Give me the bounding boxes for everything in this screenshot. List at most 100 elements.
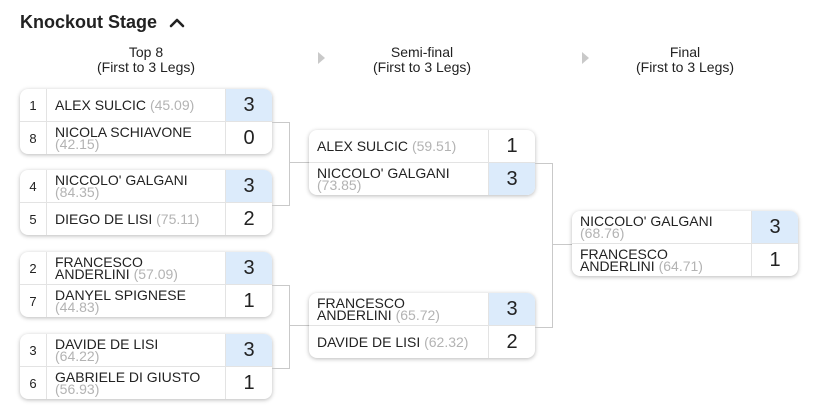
bracket-connector: [290, 325, 309, 326]
player-cell: NICCOLO' GALGANI (84.35): [47, 170, 225, 202]
player-average: (64.71): [658, 258, 703, 274]
seed-number: 6: [20, 367, 47, 399]
player-name: NICCOLO' GALGANI: [317, 165, 450, 181]
round-header-top8: Top 8 (First to 3 Legs): [20, 45, 272, 75]
player-name: GABRIELE DI GIUSTO: [55, 369, 201, 385]
player-cell: ALEX SULCIC (45.09): [47, 89, 225, 121]
player-name: FRANCESCO ANDERLINI: [55, 254, 143, 282]
bracket-connector: [290, 162, 309, 163]
player-name: DAVIDE DE LISI: [55, 336, 159, 352]
seed-number: 4: [20, 170, 47, 202]
seed-number: 7: [20, 285, 47, 317]
player-cell: DAVIDE DE LISI (62.32): [309, 326, 488, 358]
player-score: 3: [751, 211, 798, 243]
player-row: 3 DAVIDE DE LISI (64.22) 3: [20, 334, 272, 366]
round-name: Semi-final: [390, 44, 454, 60]
round-header-semi-final: Semi-final (First to 3 Legs): [309, 45, 535, 75]
player-row: NICCOLO' GALGANI (68.76) 3: [572, 211, 798, 243]
player-average: (59.51): [411, 138, 457, 154]
match-card-top8-4[interactable]: 3 DAVIDE DE LISI (64.22) 3 6 GABRIELE DI…: [20, 334, 272, 399]
player-row: 5 DIEGO DE LISI (75.11) 2: [20, 202, 272, 235]
player-row: 1 ALEX SULCIC (45.09) 3: [20, 89, 272, 121]
seed-number: 8: [20, 122, 47, 154]
player-name: NICCOLO' GALGANI: [55, 172, 188, 188]
player-score: 3: [225, 89, 272, 121]
player-row: 4 NICCOLO' GALGANI (84.35) 3: [20, 170, 272, 202]
match-card-semi-final-1[interactable]: ALEX SULCIC (59.51) 1 NICCOLO' GALGANI (…: [309, 130, 535, 195]
match-card-top8-3[interactable]: 2 FRANCESCO ANDERLINI (57.09) 3 7 DANYEL…: [20, 252, 272, 317]
round-name: Top 8: [128, 44, 164, 60]
player-score: 2: [225, 203, 272, 235]
player-average: (65.72): [395, 307, 440, 323]
player-name: NICOLA SCHIAVONE: [55, 124, 192, 140]
player-average: (45.09): [149, 97, 195, 113]
player-cell: FRANCESCO ANDERLINI (65.72): [309, 293, 488, 325]
player-score: 3: [225, 252, 272, 284]
bracket-connector: [535, 163, 553, 328]
player-name: DIEGO DE LISI: [55, 211, 153, 227]
player-average: (42.15): [55, 136, 100, 152]
player-score: 1: [225, 285, 272, 317]
player-row: DAVIDE DE LISI (62.32) 2: [309, 325, 535, 358]
round-format: (First to 3 Legs): [635, 59, 735, 75]
player-row: 6 GABRIELE DI GIUSTO (56.93) 1: [20, 366, 272, 399]
player-cell: NICOLA SCHIAVONE (42.15): [47, 122, 225, 154]
seed-number: 5: [20, 203, 47, 235]
player-row: 8 NICOLA SCHIAVONE (42.15) 0: [20, 121, 272, 154]
player-score: 1: [488, 130, 535, 162]
player-score: 0: [225, 122, 272, 154]
player-average: (68.76): [580, 225, 625, 241]
player-average: (84.35): [55, 184, 100, 200]
player-score: 3: [488, 293, 535, 325]
player-average: (57.09): [133, 266, 178, 282]
section-title: Knockout Stage: [20, 12, 158, 32]
player-row: ALEX SULCIC (59.51) 1: [309, 130, 535, 162]
round-name: Final: [669, 44, 701, 60]
player-score: 1: [751, 244, 798, 276]
match-card-final[interactable]: NICCOLO' GALGANI (68.76) 3 FRANCESCO AND…: [572, 211, 798, 276]
player-name: NICCOLO' GALGANI: [580, 213, 713, 229]
player-score: 3: [225, 334, 272, 366]
player-row: 7 DANYEL SPIGNESE (44.83) 1: [20, 284, 272, 317]
player-average: (73.85): [317, 177, 362, 193]
match-card-top8-1[interactable]: 1 ALEX SULCIC (45.09) 3 8 NICOLA SCHIAVO…: [20, 89, 272, 154]
knockout-stage-toggle[interactable]: Knockout Stage: [20, 12, 185, 33]
round-arrow-icon: [318, 52, 325, 64]
player-row: FRANCESCO ANDERLINI (65.72) 3: [309, 293, 535, 325]
player-score: 3: [488, 163, 535, 195]
player-cell: DANYEL SPIGNESE (44.83): [47, 285, 225, 317]
match-card-top8-2[interactable]: 4 NICCOLO' GALGANI (84.35) 3 5 DIEGO DE …: [20, 170, 272, 235]
player-cell: NICCOLO' GALGANI (73.85): [309, 163, 488, 195]
player-cell: FRANCESCO ANDERLINI (64.71): [572, 244, 751, 276]
round-format: (First to 3 Legs): [372, 59, 472, 75]
round-header-final: Final (First to 3 Legs): [572, 45, 798, 75]
player-average: (75.11): [156, 211, 200, 227]
player-average: (64.22): [55, 348, 100, 364]
player-cell: NICCOLO' GALGANI (68.76): [572, 211, 751, 243]
player-score: 1: [225, 367, 272, 399]
bracket-connector: [272, 122, 290, 206]
player-name: DAVIDE DE LISI: [317, 334, 421, 350]
player-average: (44.83): [55, 299, 100, 315]
player-name: ALEX SULCIC: [55, 97, 147, 113]
bracket-connector: [272, 285, 290, 369]
player-row: NICCOLO' GALGANI (73.85) 3: [309, 162, 535, 195]
seed-number: 1: [20, 89, 47, 121]
round-format: (First to 3 Legs): [96, 59, 196, 75]
round-arrow-icon: [582, 52, 589, 64]
player-cell: DAVIDE DE LISI (64.22): [47, 334, 225, 366]
player-cell: ALEX SULCIC (59.51): [309, 130, 488, 162]
player-score: 3: [225, 170, 272, 202]
player-row: 2 FRANCESCO ANDERLINI (57.09) 3: [20, 252, 272, 284]
match-card-semi-final-2[interactable]: FRANCESCO ANDERLINI (65.72) 3 DAVIDE DE …: [309, 293, 535, 358]
player-name: ALEX SULCIC: [317, 138, 409, 154]
player-average: (62.32): [424, 334, 469, 350]
player-row: FRANCESCO ANDERLINI (64.71) 1: [572, 243, 798, 276]
bracket-connector: [553, 244, 572, 245]
player-average: (56.93): [55, 381, 100, 397]
player-cell: DIEGO DE LISI (75.11): [47, 203, 225, 235]
seed-number: 2: [20, 252, 47, 284]
player-name: FRANCESCO ANDERLINI: [580, 246, 668, 274]
chevron-up-icon: [169, 18, 185, 27]
player-name: DANYEL SPIGNESE: [55, 287, 186, 303]
